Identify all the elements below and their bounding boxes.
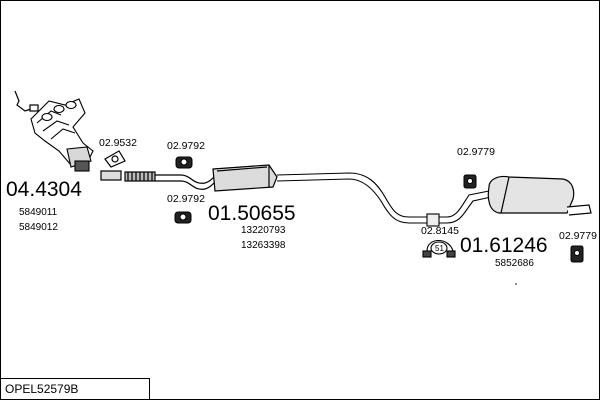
- mount-upper-number: 02.9792: [167, 140, 205, 152]
- manifold-ref-1: 5849011: [19, 207, 58, 218]
- rear-mount-upper-number: 02.9779: [457, 146, 495, 158]
- mount-lower-number: 02.9792: [167, 193, 205, 205]
- middle-silencer-ref-2: 13263398: [241, 240, 286, 251]
- pipe-clamp: [422, 213, 456, 258]
- gasket-number: 02.9532: [99, 137, 137, 149]
- lambda-sensor: [14, 90, 39, 112]
- rubber-mount-lower: [174, 211, 192, 224]
- rear-mount-lower-number: 02.9779: [559, 230, 597, 242]
- reference-code: OPEL52579B: [1, 378, 150, 399]
- exhaust-manifold: [30, 98, 94, 172]
- rubber-mount-upper: [175, 156, 193, 169]
- dot-mark: [515, 283, 517, 285]
- clamp-number: 02.8145: [421, 225, 459, 237]
- rear-mount-upper: [463, 174, 477, 189]
- clamp-badge: 51: [435, 244, 444, 253]
- front-pipe-gasket: [104, 150, 126, 168]
- rear-mount-lower: [570, 245, 584, 263]
- manifold-number: 04.4304: [6, 178, 82, 201]
- manifold-ref-2: 5849012: [19, 222, 58, 233]
- middle-silencer: [155, 164, 278, 192]
- rear-silencer-ref: 5852686: [495, 258, 534, 269]
- flex-pipe: [100, 170, 156, 182]
- rear-silencer-number: 01.61246: [460, 234, 548, 257]
- middle-silencer-number: 01.50655: [208, 202, 296, 225]
- intermediate-pipe: [276, 172, 492, 224]
- middle-silencer-ref-1: 13220793: [241, 225, 286, 236]
- rear-silencer: [487, 175, 592, 216]
